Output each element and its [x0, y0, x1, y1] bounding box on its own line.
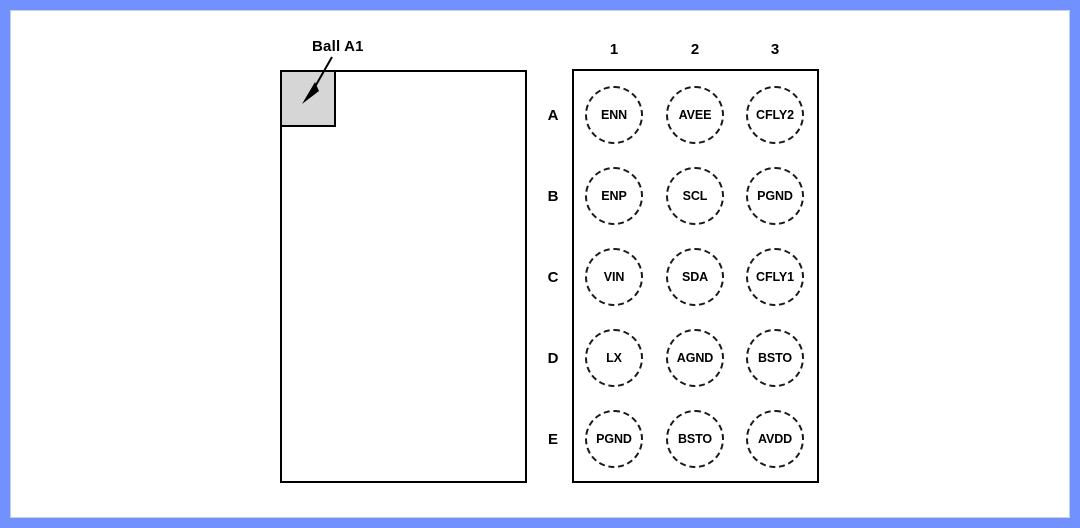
ball-pad-label: PGND: [596, 431, 632, 446]
ball-pad-label: PGND: [757, 188, 793, 203]
ball-pad-label: LX: [606, 350, 622, 365]
row-header-b: B: [547, 188, 559, 205]
ball-pad-e2[interactable]: BSTO: [666, 410, 724, 468]
ball-pad-c2[interactable]: SDA: [666, 248, 724, 306]
callout-arrow-icon: [302, 56, 333, 104]
ball-pad-b2[interactable]: SCL: [666, 167, 724, 225]
ball-pad-label: AVEE: [678, 107, 712, 122]
ball-pad-a1[interactable]: ENN: [585, 86, 643, 144]
row-header-a: A: [547, 107, 559, 124]
ball-pad-label: SDA: [681, 269, 709, 284]
row-header-d: D: [547, 350, 559, 367]
row-header-e: E: [547, 431, 558, 448]
ball-pad-d3[interactable]: BSTO: [746, 329, 804, 387]
ball-pad-b1[interactable]: ENP: [585, 167, 643, 225]
ball-pad-label: ENN: [600, 107, 628, 122]
ball-pad-label: AVDD: [757, 431, 793, 446]
column-header-2: 2: [690, 41, 700, 58]
ball-pad-c3[interactable]: CFLY1: [746, 248, 804, 306]
ball-pad-e1[interactable]: PGND: [585, 410, 643, 468]
row-header-c: C: [547, 269, 559, 286]
ball-pad-c1[interactable]: VIN: [585, 248, 643, 306]
column-header-3: 3: [770, 41, 780, 58]
ball-pad-label: ENP: [601, 188, 627, 203]
column-header-1: 1: [609, 41, 619, 58]
ball-pad-label: CFLY2: [756, 107, 794, 122]
ball-pad-label: SCL: [682, 188, 708, 203]
content-frame: [10, 10, 1070, 518]
ball-pad-label: BSTO: [677, 431, 713, 446]
ball-a1-callout-label: Ball A1: [312, 38, 364, 55]
ball-pad-a2[interactable]: AVEE: [666, 86, 724, 144]
package-outline: [280, 70, 527, 483]
ball-pad-label: AGND: [676, 350, 714, 365]
ball-pad-label: VIN: [603, 269, 625, 284]
ball-pad-label: BSTO: [757, 350, 793, 365]
ball-pad-b3[interactable]: PGND: [746, 167, 804, 225]
ball-pad-d1[interactable]: LX: [585, 329, 643, 387]
ball-pad-e3[interactable]: AVDD: [746, 410, 804, 468]
ball-pad-label: CFLY1: [756, 269, 794, 284]
ball-pad-a3[interactable]: CFLY2: [746, 86, 804, 144]
ball-pad-d2[interactable]: AGND: [666, 329, 724, 387]
